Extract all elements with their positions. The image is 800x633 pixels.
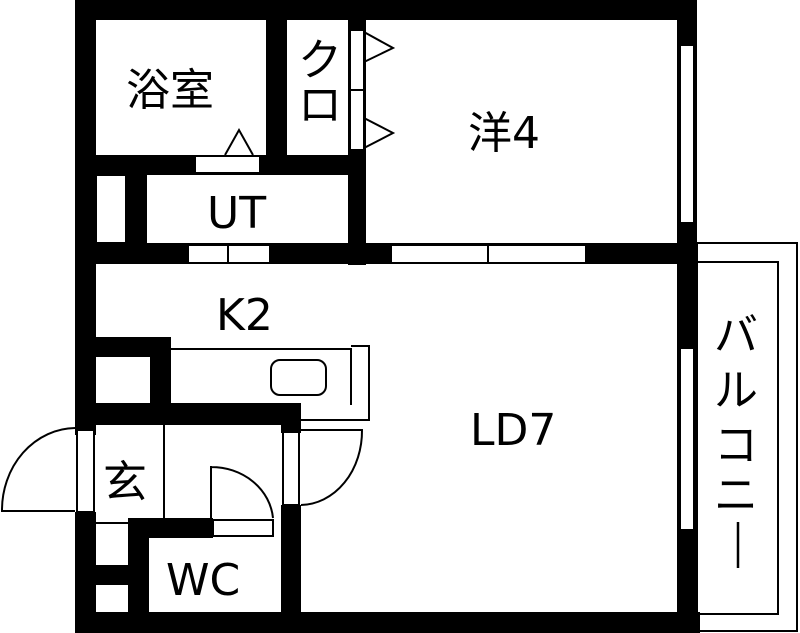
closet-door-triangle-upper	[363, 31, 396, 63]
living-window	[679, 347, 695, 531]
utility-sliding-door-left	[187, 244, 229, 264]
outer-walls	[75, 0, 700, 633]
entrance-door-swing	[0, 427, 76, 512]
western-room-sliding-door-left	[390, 244, 489, 264]
label-toilet: WC	[166, 555, 240, 606]
label-balcony-2: ル	[714, 365, 758, 416]
hall-door-frame	[282, 431, 300, 506]
hall-door-swing	[300, 429, 364, 506]
kitchen-sink	[270, 359, 327, 396]
western-room-sliding-door-right	[487, 244, 587, 264]
label-entrance: 玄	[103, 457, 147, 508]
label-western-room: 洋4	[468, 108, 540, 159]
bathroom-door-triangle	[224, 127, 254, 156]
label-closet-bottom: ロ	[298, 80, 342, 131]
openings	[76, 29, 695, 537]
label-balcony-4: ニ	[714, 470, 758, 521]
label-kitchen: K2	[216, 290, 273, 341]
entrance-door-frame	[76, 429, 95, 513]
bathroom-door	[194, 155, 261, 174]
room-labels: 浴室 ク ロ 洋4 UT K2 LD7 玄 WC バ ル コ ニ	[103, 35, 758, 606]
utility-storage	[95, 174, 127, 244]
label-closet-top: ク	[298, 35, 342, 86]
wc-door-swing	[210, 465, 274, 519]
closet-door-upper	[349, 29, 365, 91]
label-utility: UT	[207, 188, 266, 239]
label-living-dining: LD7	[470, 405, 556, 456]
label-bathroom: 浴室	[126, 65, 214, 116]
utility-sliding-door-right	[227, 244, 271, 264]
door-symbols	[0, 31, 396, 524]
balcony	[696, 242, 798, 632]
closet-door-triangle-lower	[363, 117, 396, 149]
closet-door-lower	[349, 89, 365, 151]
label-balcony-3: コ	[714, 420, 758, 471]
label-balcony-1: バ	[714, 310, 758, 361]
western-room-window	[679, 44, 695, 224]
kitchen-counter	[171, 345, 370, 421]
wc-door-frame	[212, 519, 274, 537]
